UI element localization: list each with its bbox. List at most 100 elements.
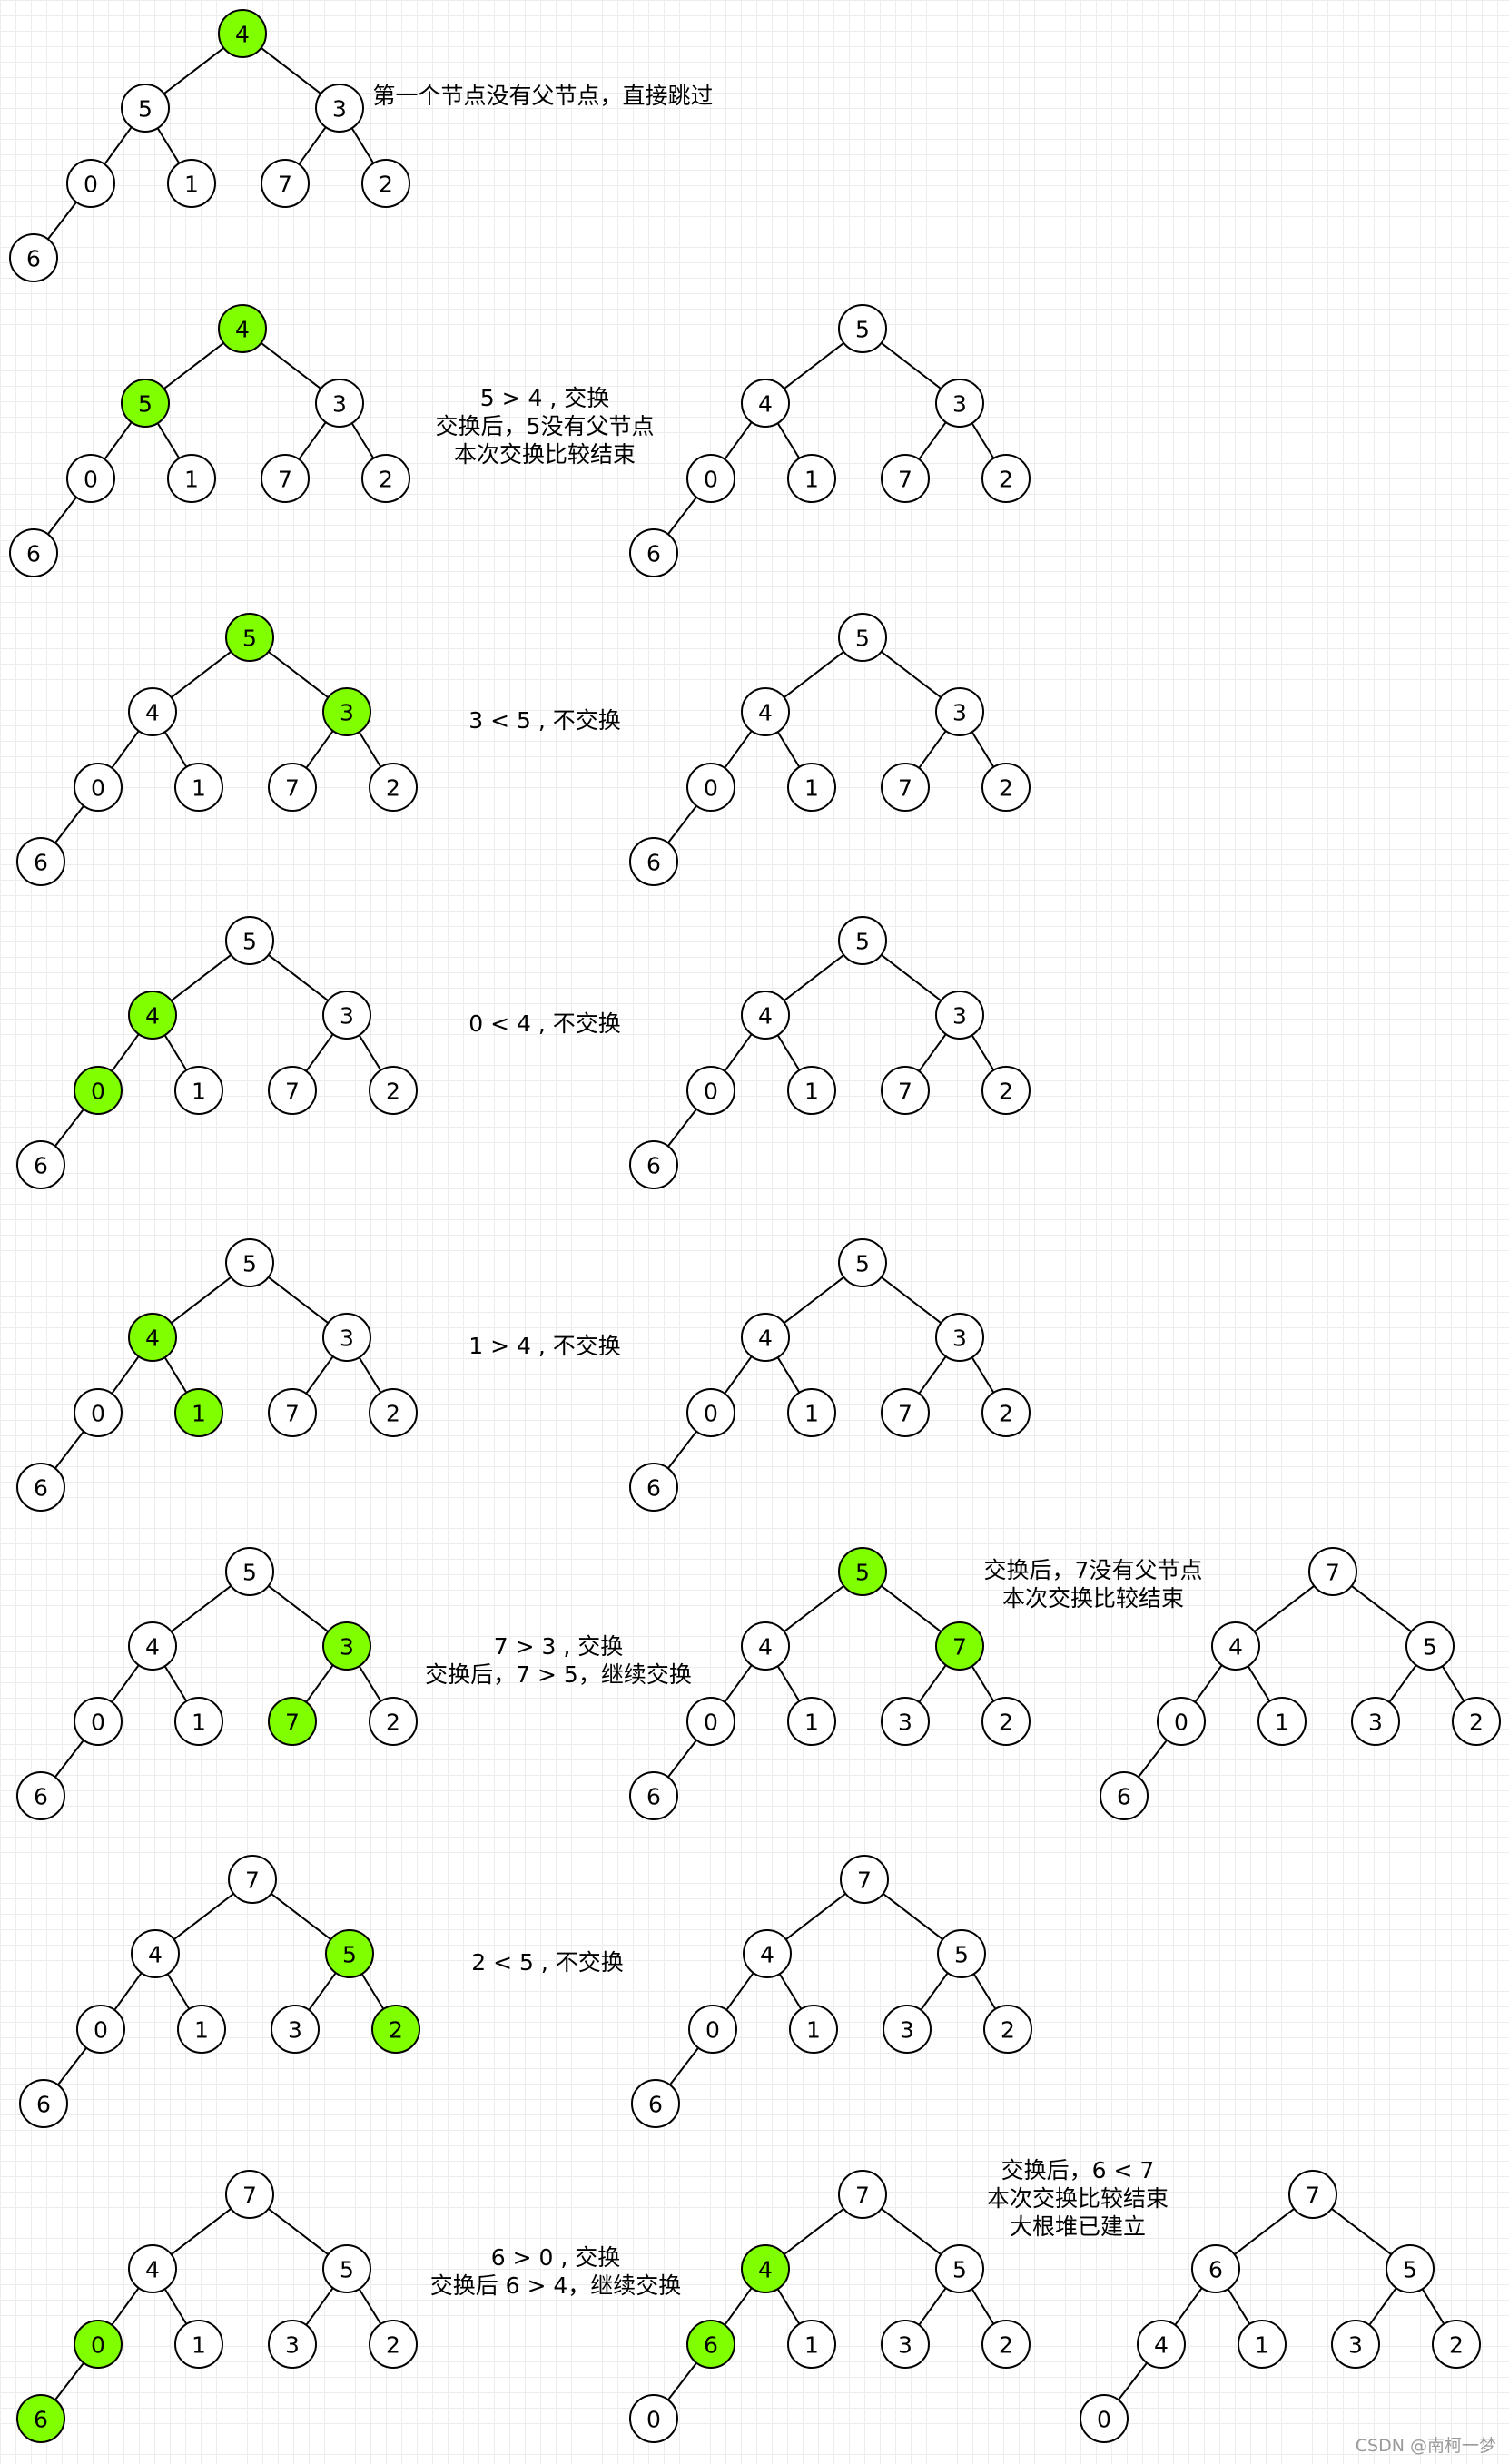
tree-node-highlighted: 4 <box>741 2244 790 2293</box>
node-value: 2 <box>999 1079 1013 1105</box>
tree-node-highlighted: 0 <box>74 1066 123 1115</box>
tree-node: 3 <box>883 2005 932 2054</box>
node-value: 2 <box>999 1401 1013 1427</box>
tree-edge <box>776 1665 801 1702</box>
node-value: 3 <box>285 2332 300 2359</box>
node-circle <box>1137 2320 1186 2369</box>
node-circle <box>838 1547 887 1596</box>
node-value: 6 <box>34 1153 48 1179</box>
tree-edge <box>785 1893 846 1940</box>
node-circle <box>261 159 310 208</box>
tree-node: 2 <box>981 763 1031 812</box>
tree-node: 1 <box>174 1066 223 1115</box>
tree-node: 2 <box>369 2320 418 2369</box>
tree-node: 6 <box>16 1463 65 1512</box>
node-value: 7 <box>1326 1560 1340 1586</box>
node-value: 7 <box>278 467 292 493</box>
node-value: 6 <box>34 2407 48 2433</box>
tree-edge <box>776 1034 801 1071</box>
node-circle <box>74 1388 123 1437</box>
node-value: 7 <box>898 1079 912 1105</box>
node-circle <box>1331 2320 1380 2369</box>
node-value: 0 <box>704 467 718 493</box>
tree-edge <box>1421 2288 1445 2325</box>
tree-node-highlighted: 4 <box>128 991 177 1040</box>
node-value: 1 <box>192 1079 206 1105</box>
node-circle <box>76 2005 125 2054</box>
tree-node: 4 <box>743 1929 792 1978</box>
node-value: 1 <box>804 2332 819 2359</box>
tree-node: 2 <box>981 1697 1031 1746</box>
tree-edge <box>724 730 753 769</box>
tree-edge <box>724 421 753 460</box>
tree-node: 2 <box>981 1066 1031 1115</box>
tree-edge <box>881 1585 942 1632</box>
tree-node: 2 <box>981 454 1031 503</box>
node-value: 7 <box>1306 2183 1320 2209</box>
tree-node: 5 <box>121 84 170 133</box>
node-circle <box>741 1313 790 1362</box>
tree-edge <box>54 1431 84 1469</box>
node-circle <box>361 454 410 503</box>
note-r6-right: 交换后，7没有父节点 本次交换比较结束 <box>983 1557 1203 1611</box>
node-circle <box>1432 2320 1481 2369</box>
node-circle <box>9 528 58 577</box>
node-value: 3 <box>332 96 347 123</box>
node-value: 0 <box>705 2017 720 2044</box>
node-value: 2 <box>999 467 1013 493</box>
node-circle <box>935 991 984 1040</box>
node-circle <box>838 304 887 353</box>
node-value: 0 <box>704 1401 718 1427</box>
tree-node: 6 <box>631 2079 680 2128</box>
node-value: 7 <box>285 1401 300 1427</box>
node-circle <box>66 454 115 503</box>
node-circle <box>174 1388 223 1437</box>
node-circle <box>225 2170 274 2219</box>
node-value: 0 <box>91 1710 105 1736</box>
tree-edge <box>104 421 133 460</box>
tree-edge <box>271 1893 331 1940</box>
tree-node: 1 <box>787 1066 836 1115</box>
tree-edge <box>305 730 334 769</box>
node-circle <box>838 613 887 662</box>
tree-node: 5 <box>838 1238 887 1287</box>
node-value: 5 <box>242 929 257 955</box>
node-circle <box>74 1066 123 1115</box>
node-value: 1 <box>804 1401 819 1427</box>
node-value: 2 <box>999 2332 1013 2359</box>
node-value: 0 <box>704 1079 718 1105</box>
node-circle <box>686 1066 735 1115</box>
node-value: 5 <box>242 1251 257 1277</box>
tree-node: 6 <box>629 837 678 886</box>
tree-node: 6 <box>629 1771 678 1820</box>
tree-node: 5 <box>225 916 274 965</box>
node-value: 7 <box>857 1868 872 1894</box>
node-value: 4 <box>758 1003 773 1030</box>
node-circle <box>369 763 418 812</box>
tree-edge <box>1254 1585 1315 1632</box>
node-circle <box>16 1771 65 1820</box>
node-circle <box>1080 2394 1129 2443</box>
tree-node: 4 <box>741 991 790 1040</box>
node-value: 4 <box>758 1634 773 1661</box>
tree-node: 6 <box>1100 1771 1149 1820</box>
tree-edge <box>1388 1664 1417 1703</box>
node-value: 4 <box>758 700 773 726</box>
node-value: 4 <box>145 2257 160 2283</box>
node-circle <box>174 763 223 812</box>
tree-edge <box>725 1972 754 2011</box>
node-value: 3 <box>340 1634 354 1661</box>
node-circle <box>361 159 410 208</box>
tree-edge <box>308 1972 337 2011</box>
node-value: 6 <box>26 246 41 272</box>
node-value: 0 <box>1097 2407 1111 2433</box>
tree-node: 2 <box>361 159 410 208</box>
node-value: 1 <box>192 2332 206 2359</box>
tree-edge <box>784 651 844 698</box>
node-value: 7 <box>855 2183 870 2209</box>
